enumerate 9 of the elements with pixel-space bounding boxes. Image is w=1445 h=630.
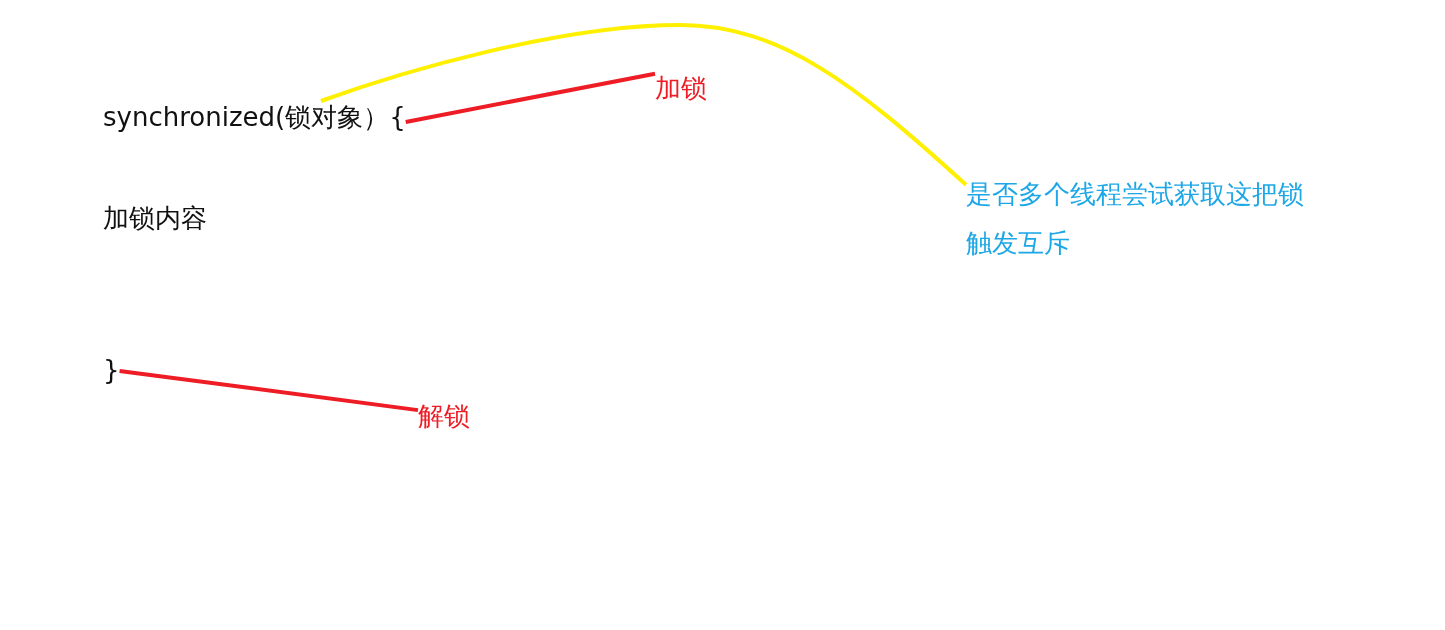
code-line: 加锁内容	[103, 202, 207, 236]
annotation-text: 解锁	[418, 400, 470, 434]
leader-line	[320, 23, 968, 187]
leader-line	[405, 71, 656, 124]
code-line: synchronized(锁对象）{	[103, 101, 406, 135]
leader-line	[119, 368, 419, 413]
annotation-text: 是否多个线程尝试获取这把锁触发互斥	[966, 170, 1326, 269]
closing-brace: }	[103, 354, 120, 388]
annotation-text: 加锁	[655, 72, 707, 106]
